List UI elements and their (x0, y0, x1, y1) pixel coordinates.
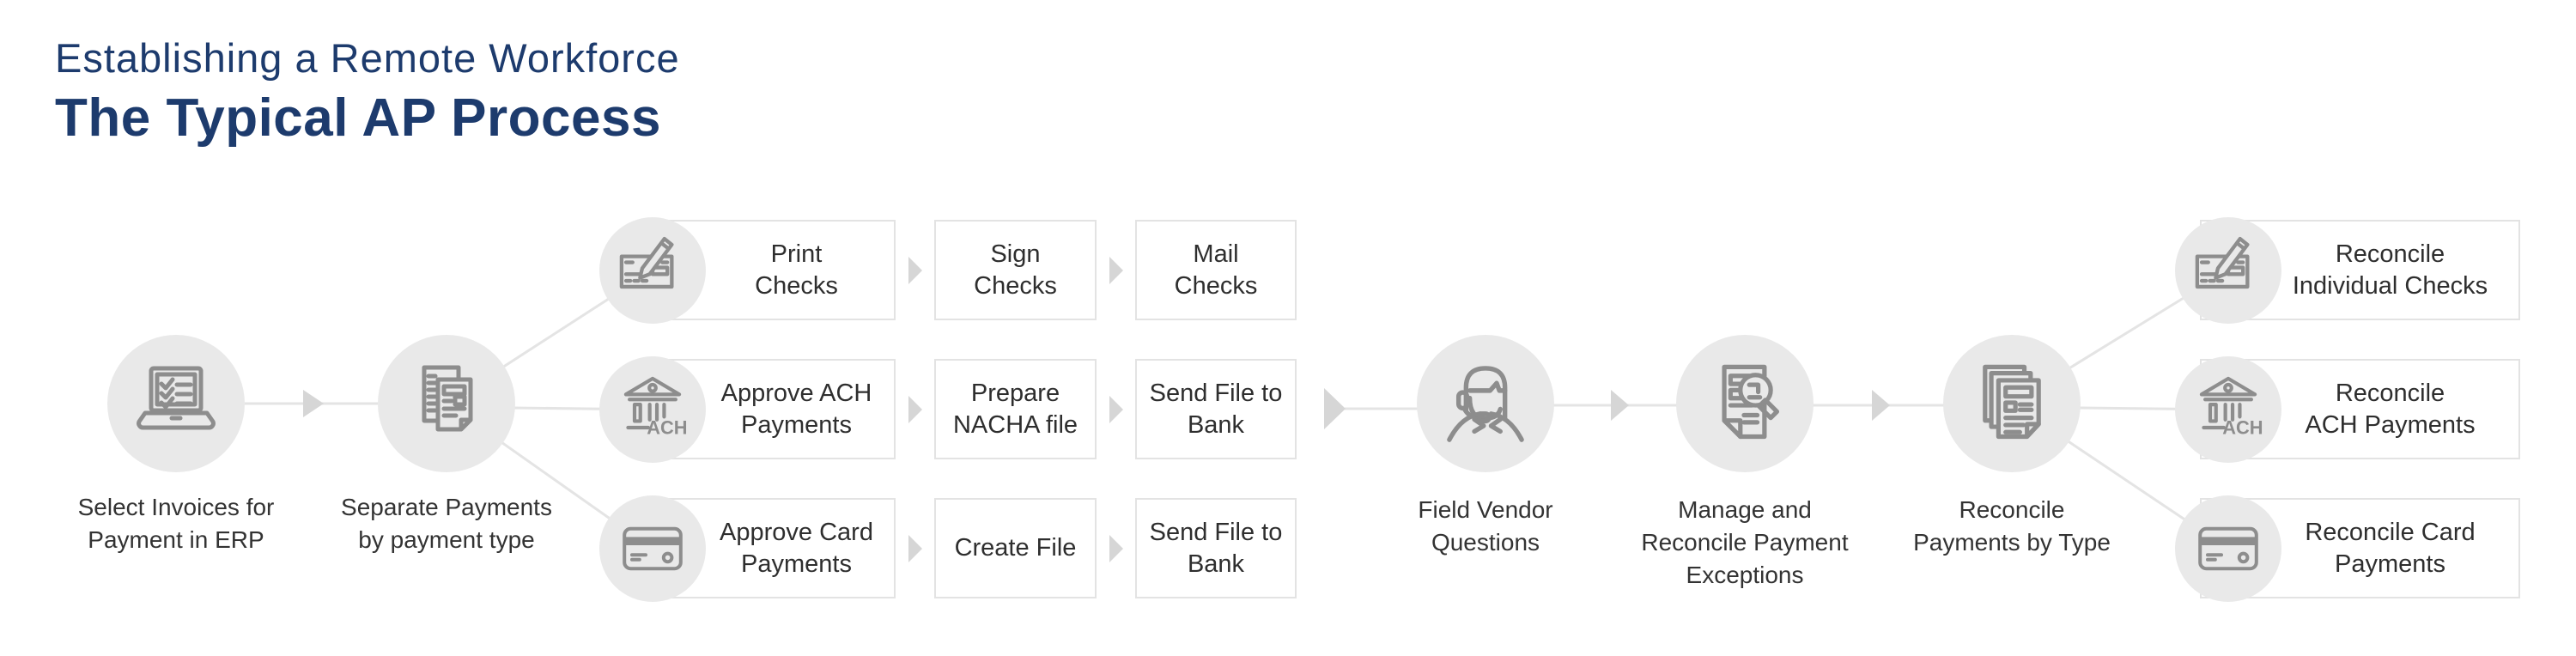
arrow-right-icon (303, 390, 324, 417)
node-reconcile-ach: ACH (2175, 356, 2281, 463)
node-reconcile-card (2175, 495, 2281, 602)
ach-label: ACH (2222, 417, 2263, 439)
stacked-documents-icon (1983, 364, 2041, 440)
subtitle: Establishing a Remote Workforce (55, 35, 680, 81)
bank-ach-icon: ACH (2199, 376, 2263, 439)
node-reconcile-type (1943, 335, 2081, 472)
step-label: Send File to Bank (1149, 518, 1283, 578)
credit-card-icon (623, 526, 683, 571)
step-label: Prepare NACHA file (952, 379, 1078, 439)
step-label: Send File to Bank (1149, 379, 1283, 439)
arrow-right-icon (1611, 390, 1629, 421)
step-box-prepare-nacha: Prepare NACHA file (934, 359, 1097, 459)
step-label: Reconcile Individual Checks (2292, 240, 2488, 300)
step-box-send-file-ach: Send File to Bank (1135, 359, 1297, 459)
step-box-approve-card: Approve Card Payments (663, 498, 896, 598)
node-approve-card (599, 495, 706, 602)
arrow-right-icon (1109, 396, 1123, 423)
bank-ach-icon: ACH (623, 376, 688, 439)
step-label: Sign Checks (974, 240, 1057, 300)
credit-card-icon (2198, 526, 2258, 571)
arrow-right-icon (1109, 535, 1123, 562)
node-field-vendor (1417, 335, 1554, 472)
node-print-checks (599, 217, 706, 324)
step-label: Approve ACH Payments (720, 379, 872, 439)
step-label: Mail Checks (1174, 240, 1258, 300)
document-magnifier-icon (1722, 364, 1780, 440)
step-label: Create File (954, 534, 1077, 562)
caption-reconcile-type: Reconcile Payments by Type (1913, 496, 2111, 556)
node-select-invoices (107, 335, 245, 472)
arrow-right-icon (908, 257, 922, 284)
step-label: Reconcile ACH Payments (2305, 379, 2476, 439)
step-box-mail-checks: Mail Checks (1135, 220, 1297, 320)
laptop-checklist-icon (137, 366, 216, 430)
caption-manage-exceptions: Manage and Reconcile Payment Exceptions (1641, 496, 1849, 588)
arrow-right-icon (908, 396, 922, 423)
documents-icon (422, 365, 473, 432)
step-label: Approve Card Payments (720, 518, 873, 578)
arrow-right-icon (1324, 388, 1346, 429)
step-box-sign-checks: Sign Checks (934, 220, 1097, 320)
caption-field-vendor: Field Vendor Questions (1418, 496, 1553, 556)
headset-person-icon (1447, 366, 1524, 442)
arrow-right-icon (1872, 390, 1890, 421)
arrow-right-icon (908, 535, 922, 562)
step-box-send-file-card: Send File to Bank (1135, 498, 1297, 598)
step-label: Print Checks (755, 240, 838, 300)
step-label: Reconcile Card Payments (2305, 518, 2476, 578)
node-separate-payments (378, 335, 515, 472)
check-pen-icon (619, 236, 674, 289)
page-title: The Typical AP Process (55, 88, 661, 148)
ach-label: ACH (647, 417, 687, 439)
node-approve-ach: ACH (599, 356, 706, 463)
arrow-right-icon (1109, 257, 1123, 284)
node-manage-exceptions (1676, 335, 1814, 472)
node-reconcile-checks (2175, 217, 2281, 324)
caption-select-invoices: Select Invoices for Payment in ERP (77, 494, 275, 553)
check-pen-icon (2195, 236, 2250, 289)
caption-separate-payments: Separate Payments by payment type (341, 494, 552, 553)
step-box-create-file: Create File (934, 498, 1097, 598)
